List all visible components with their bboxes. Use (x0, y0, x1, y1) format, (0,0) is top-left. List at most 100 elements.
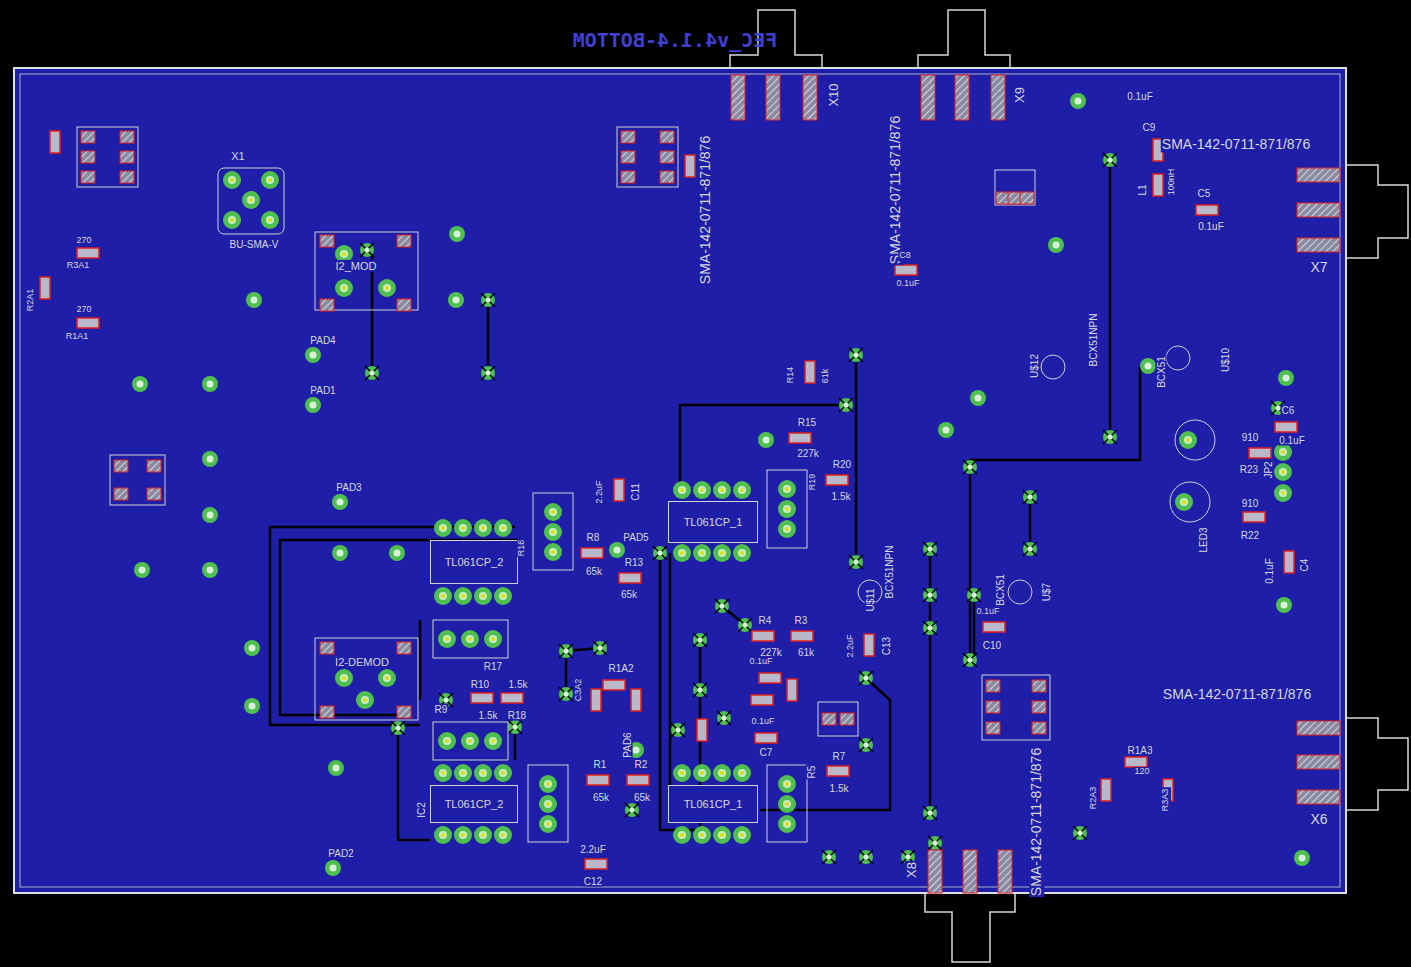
silkscreen-label: R9 (434, 704, 449, 715)
silkscreen-label: 65k (592, 792, 610, 803)
silkscreen-label: 0.1uF (1197, 221, 1225, 232)
silkscreen-label: U$11 (865, 587, 876, 612)
silkscreen-label: 0.1uF (1264, 557, 1275, 585)
part-value: TL061CP_1 (684, 516, 743, 528)
silkscreen-label: X7 (1309, 260, 1328, 275)
silkscreen-label: BCX51NPN (1088, 313, 1099, 368)
silkscreen-label: I2-DEMOD (334, 656, 390, 668)
silkscreen-label: SMA-142-0711-871/876 (1162, 687, 1312, 702)
part-value: TL061CP_2 (445, 798, 504, 810)
silkscreen-label: C3A2 (574, 678, 584, 703)
silkscreen-label: 65k (585, 566, 603, 577)
silkscreen-label: U$7 (1041, 582, 1052, 602)
stitch-via (360, 153, 1285, 864)
board-title: FEC_v4.1.4-BOTTOM (573, 28, 778, 52)
silkscreen-label: C8 (898, 251, 912, 261)
silkscreen-label: R1A2 (607, 663, 634, 674)
silkscreen-label: R14 (786, 366, 796, 385)
footprint-outline (77, 127, 1215, 842)
silkscreen-label: C7 (759, 747, 774, 758)
silkscreen-label: X10 (827, 82, 841, 107)
silkscreen-label: BU-SMA-V (229, 239, 280, 250)
silkscreen-label: 65k (633, 792, 651, 803)
silkscreen-label: R8 (586, 532, 601, 543)
silkscreen-label: 100nH (1167, 168, 1177, 197)
silkscreen-label: R3A3 (1161, 788, 1171, 813)
silkscreen-label: 61k (821, 368, 831, 385)
silkscreen-label: 910 (1241, 432, 1260, 443)
silkscreen-label: 1.5k (831, 491, 852, 502)
silkscreen-label: SMA-142-0711-871/876 (698, 135, 713, 285)
silkscreen-label: LED3 (1198, 526, 1209, 553)
silkscreen-label: R15 (797, 417, 817, 428)
silkscreen-label: X1 (230, 150, 245, 162)
silkscreen-label: R1 (593, 759, 608, 770)
silkscreen-label: PAD5 (622, 532, 649, 543)
silkscreen-label: 120 (1133, 767, 1150, 777)
silkscreen-label: R23 (1239, 464, 1259, 475)
silkscreen-label: PAD2 (327, 848, 354, 859)
silkscreen-label: 0.1uF (1126, 91, 1154, 102)
silkscreen-label: 2.2uF (579, 844, 607, 855)
silkscreen-label: X6 (1309, 812, 1328, 827)
silkscreen-label: X9 (1013, 86, 1027, 104)
silkscreen-label: IC2 (416, 801, 427, 819)
silkscreen-label: 270 (75, 236, 92, 246)
silkscreen-label: R10 (470, 679, 490, 690)
silkscreen-label: 0.1uF (895, 279, 920, 289)
silkscreen-label: 65k (620, 589, 638, 600)
silkscreen-label: 1.5k (508, 679, 529, 690)
silkscreen-label: 227k (796, 448, 820, 459)
silkscreen-label: 0.1uF (975, 607, 1000, 617)
silkscreen-label: R2A1 (26, 288, 36, 313)
silkscreen-label: R1A3 (1126, 745, 1153, 756)
silkscreen-label: BCX51 (995, 573, 1006, 607)
silkscreen-label: 0.1uF (750, 717, 775, 727)
ic-footprint: TL061CP_1 (668, 785, 758, 823)
silkscreen-label: C10 (982, 640, 1002, 651)
silkscreen-label: C13 (881, 636, 892, 656)
silkscreen-label: PAD6 (622, 731, 633, 758)
silkscreen-label: X8 (905, 861, 919, 879)
board (14, 68, 1346, 893)
silkscreen-label: C11 (630, 482, 641, 502)
silkscreen-label: BCX51 (1156, 355, 1167, 389)
silkscreen-label: 1.5k (478, 710, 499, 721)
silkscreen-label: C9 (1142, 122, 1157, 133)
silkscreen-label: PAD1 (309, 385, 336, 396)
silkscreen-label: 2.2uF (595, 479, 605, 504)
silkscreen-label: R18 (507, 710, 527, 721)
silkscreen-label: 227k (759, 647, 783, 658)
silkscreen-label: R4 (758, 615, 773, 626)
silkscreen-label: PAD4 (309, 335, 336, 346)
part-value: TL061CP_2 (445, 556, 504, 568)
silkscreen-label: 2.2uF (846, 633, 856, 658)
silkscreen-label: R1A1 (65, 332, 90, 342)
silkscreen-label: R13 (624, 557, 644, 568)
silkscreen-label: BCX51NPN (884, 545, 895, 600)
silkscreen-label: C5 (1197, 188, 1212, 199)
silkscreen-label: R2A3 (1089, 786, 1099, 811)
silkscreen-label: JP2 (1263, 460, 1274, 479)
silkscreen-label: 0.1uF (748, 657, 773, 667)
silkscreen-label: R16 (517, 539, 527, 558)
silkscreen-label: SMA-142-0711-871/876 (1029, 747, 1044, 897)
silkscreen-label: R19 (808, 473, 818, 492)
silkscreen-label: R5 (806, 765, 817, 780)
silkscreen-label: R22 (1240, 530, 1260, 541)
silkscreen-label: PAD3 (335, 482, 362, 493)
silkscreen-label: I2_MOD (335, 260, 378, 272)
thru-hole-pin (223, 171, 1292, 844)
silkscreen-label: R3 (794, 615, 809, 626)
silkscreen-label: SMA-142-0711-871/876 (888, 115, 903, 265)
silkscreen-label: 270 (75, 305, 92, 315)
silkscreen-label: U$10 (1220, 347, 1231, 373)
ic-footprint: TL061CP_2 (430, 785, 518, 823)
silkscreen-label: U$12 (1029, 353, 1040, 379)
part-value: TL061CP_1 (684, 798, 743, 810)
silkscreen-label: C6 (1281, 405, 1296, 416)
ic-footprint: TL061CP_2 (430, 540, 518, 584)
ic-footprint: TL061CP_1 (668, 501, 758, 543)
silkscreen-label: C12 (583, 876, 603, 887)
